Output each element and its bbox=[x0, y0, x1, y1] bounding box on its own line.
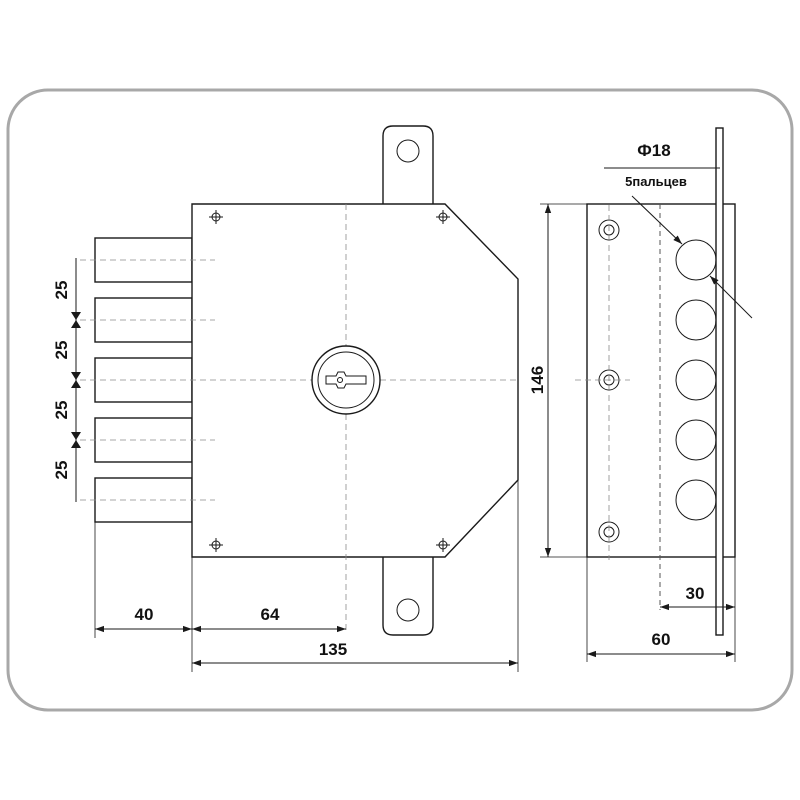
keyhole-icon bbox=[311, 345, 381, 415]
side-bolt bbox=[675, 299, 717, 341]
side-bolt bbox=[675, 479, 717, 521]
screw-icon bbox=[436, 538, 450, 552]
bolt-diameter-label: Ф18 bbox=[637, 141, 670, 160]
bolt-centerlines bbox=[80, 259, 520, 501]
bolt-spacing-dimension: 25 25 25 25 bbox=[52, 258, 81, 502]
front-view: 25 25 25 25 40 64 135 bbox=[52, 125, 520, 672]
screw-icon bbox=[209, 210, 223, 224]
bolt-spacing-label: 25 bbox=[52, 461, 71, 480]
backset-label: 64 bbox=[261, 605, 280, 624]
side-bolts bbox=[675, 239, 717, 521]
side-view: Ф18 5пальцев 146 30 60 bbox=[528, 127, 753, 662]
case-screws bbox=[209, 210, 450, 552]
bolt-projection-label: 40 bbox=[135, 605, 154, 624]
case-depth-label: 60 bbox=[652, 630, 671, 649]
top-mounting-hole bbox=[396, 139, 420, 163]
side-bolt bbox=[675, 419, 717, 461]
bottom-mounting-hole bbox=[396, 598, 420, 622]
bolt-offset-dimension: 30 bbox=[660, 584, 735, 611]
bolt-spacing-label: 25 bbox=[52, 281, 71, 300]
bolt-projection-dimension: 40 bbox=[95, 605, 192, 633]
case-width-label: 135 bbox=[319, 640, 347, 659]
side-bolt bbox=[675, 359, 717, 401]
case-height-dimension: 146 bbox=[528, 203, 587, 558]
bolt-spacing-label: 25 bbox=[52, 401, 71, 420]
bottom-mounting-plate bbox=[382, 557, 434, 636]
diameter-leader bbox=[604, 167, 753, 319]
faceplate-strip bbox=[715, 127, 724, 636]
case-width-dimension: 135 bbox=[192, 640, 518, 667]
bolt-count-label: 5пальцев bbox=[625, 174, 687, 189]
bolt-spacing-label: 25 bbox=[52, 341, 71, 360]
case-depth-dimension: 60 bbox=[586, 557, 736, 662]
side-case bbox=[586, 203, 736, 558]
side-bolt bbox=[675, 239, 717, 281]
screw-icon bbox=[209, 538, 223, 552]
backset-dimension: 64 bbox=[192, 605, 346, 633]
bolt-offset-label: 30 bbox=[686, 584, 705, 603]
top-mounting-plate bbox=[382, 125, 434, 204]
screw-icon bbox=[436, 210, 450, 224]
case-height-label: 146 bbox=[528, 366, 547, 394]
